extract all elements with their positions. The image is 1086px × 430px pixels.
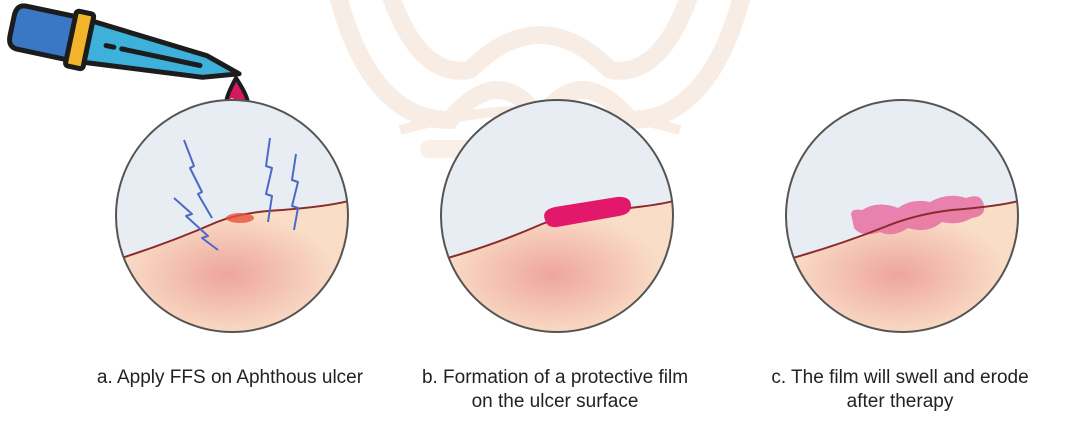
ulcer-spot bbox=[226, 213, 254, 223]
ulcer-illustration-b bbox=[437, 96, 677, 336]
caption-b-line-1: b. Formation of a protective film bbox=[405, 366, 705, 390]
ulcer-illustration-a bbox=[112, 96, 352, 336]
panel-b: b. Formation of a protective film on the… bbox=[435, 96, 675, 426]
caption-b: b. Formation of a protective film on the… bbox=[405, 366, 705, 414]
caption-a-line-1: a. Apply FFS on Aphthous ulcer bbox=[80, 366, 380, 390]
panel-a: a. Apply FFS on Aphthous ulcer bbox=[110, 96, 350, 426]
caption-c: c. The film will swell and erode after t… bbox=[750, 366, 1050, 414]
caption-c-line-1: c. The film will swell and erode bbox=[750, 366, 1050, 390]
ulcer-illustration-c bbox=[782, 96, 1022, 336]
panel-c: c. The film will swell and erode after t… bbox=[780, 96, 1020, 426]
caption-b-line-2: on the ulcer surface bbox=[405, 390, 705, 414]
caption-a: a. Apply FFS on Aphthous ulcer bbox=[80, 366, 380, 390]
caption-c-line-2: after therapy bbox=[750, 390, 1050, 414]
